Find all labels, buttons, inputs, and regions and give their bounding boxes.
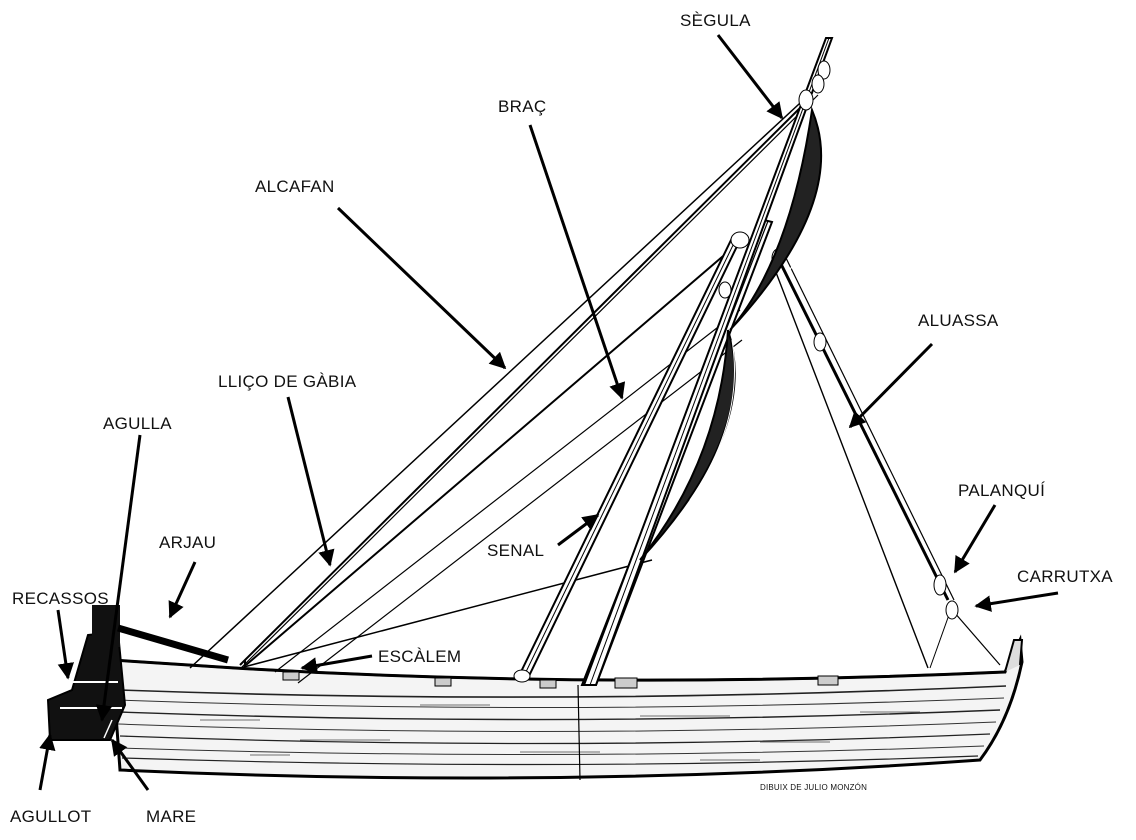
label-carrutxa: CARRUTXA	[1017, 567, 1113, 586]
label-aluassa: ALUASSA	[918, 311, 999, 330]
label-escalem: ESCÀLEM	[378, 647, 461, 666]
masts	[514, 38, 958, 685]
arrow-palanqui	[955, 505, 995, 572]
arrow-agullot	[40, 735, 50, 790]
label-llico-de-gabia: LLIÇO DE GÀBIA	[218, 372, 357, 391]
arrow-arjau	[170, 562, 195, 617]
label-brac: BRAÇ	[498, 97, 546, 116]
arrow-aluassa	[850, 344, 932, 427]
label-segula: SÈGULA	[680, 11, 751, 30]
label-alcafan: ALCAFAN	[255, 177, 335, 196]
label-senal: SENAL	[487, 541, 544, 560]
arrow-segula	[718, 35, 782, 118]
arrow-llico	[288, 397, 330, 565]
label-mare: MARE	[146, 807, 196, 826]
arrow-escalem	[302, 656, 372, 668]
label-arjau: ARJAU	[159, 533, 216, 552]
label-agullot: AGULLOT	[10, 807, 91, 826]
arrow-carrutxa	[976, 593, 1058, 606]
drawing-credit: DIBUIX DE JULIO MONZÓN	[760, 783, 867, 792]
label-agulla: AGULLA	[103, 414, 172, 433]
arrow-brac	[530, 125, 622, 398]
arrow-alcafan	[338, 208, 505, 368]
label-palanqui: PALANQUÍ	[958, 481, 1045, 500]
label-recassos: RECASSOS	[12, 589, 109, 608]
arrow-recassos	[58, 610, 68, 678]
